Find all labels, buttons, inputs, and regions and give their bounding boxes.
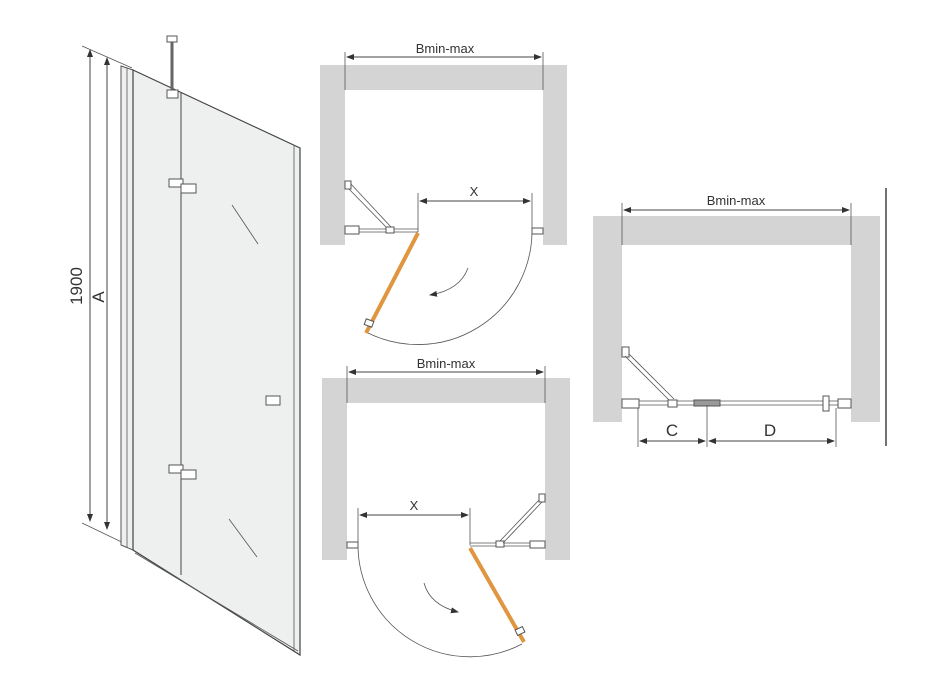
door-leaf: [364, 232, 420, 334]
plan-closed: Bmin-max C D: [593, 188, 887, 447]
ceiling-bracket: [166, 35, 178, 43]
swing-arrow-icon: [429, 267, 469, 297]
d-label: D: [764, 421, 776, 440]
width-label: Bmin-max: [707, 193, 766, 208]
opening-label: X: [410, 498, 419, 513]
a-label: A: [89, 291, 108, 303]
hinge-icon: [168, 464, 197, 480]
hinge-icon: [168, 178, 197, 194]
height-label: 1900: [67, 267, 86, 305]
width-label: Bmin-max: [416, 41, 475, 56]
c-label: C: [666, 421, 678, 440]
plan-right-hinge: Bmin-max X: [322, 356, 570, 658]
plan-left-hinge: Bmin-max X: [320, 41, 567, 345]
swing-arrow-icon: [423, 582, 459, 614]
opening-label: X: [470, 184, 479, 199]
glass-panel: [132, 69, 301, 657]
door-elevation: 1900 A: [67, 35, 301, 657]
door-handle: [265, 395, 281, 406]
width-label: Bmin-max: [417, 356, 476, 371]
door-leaf: [468, 547, 526, 643]
